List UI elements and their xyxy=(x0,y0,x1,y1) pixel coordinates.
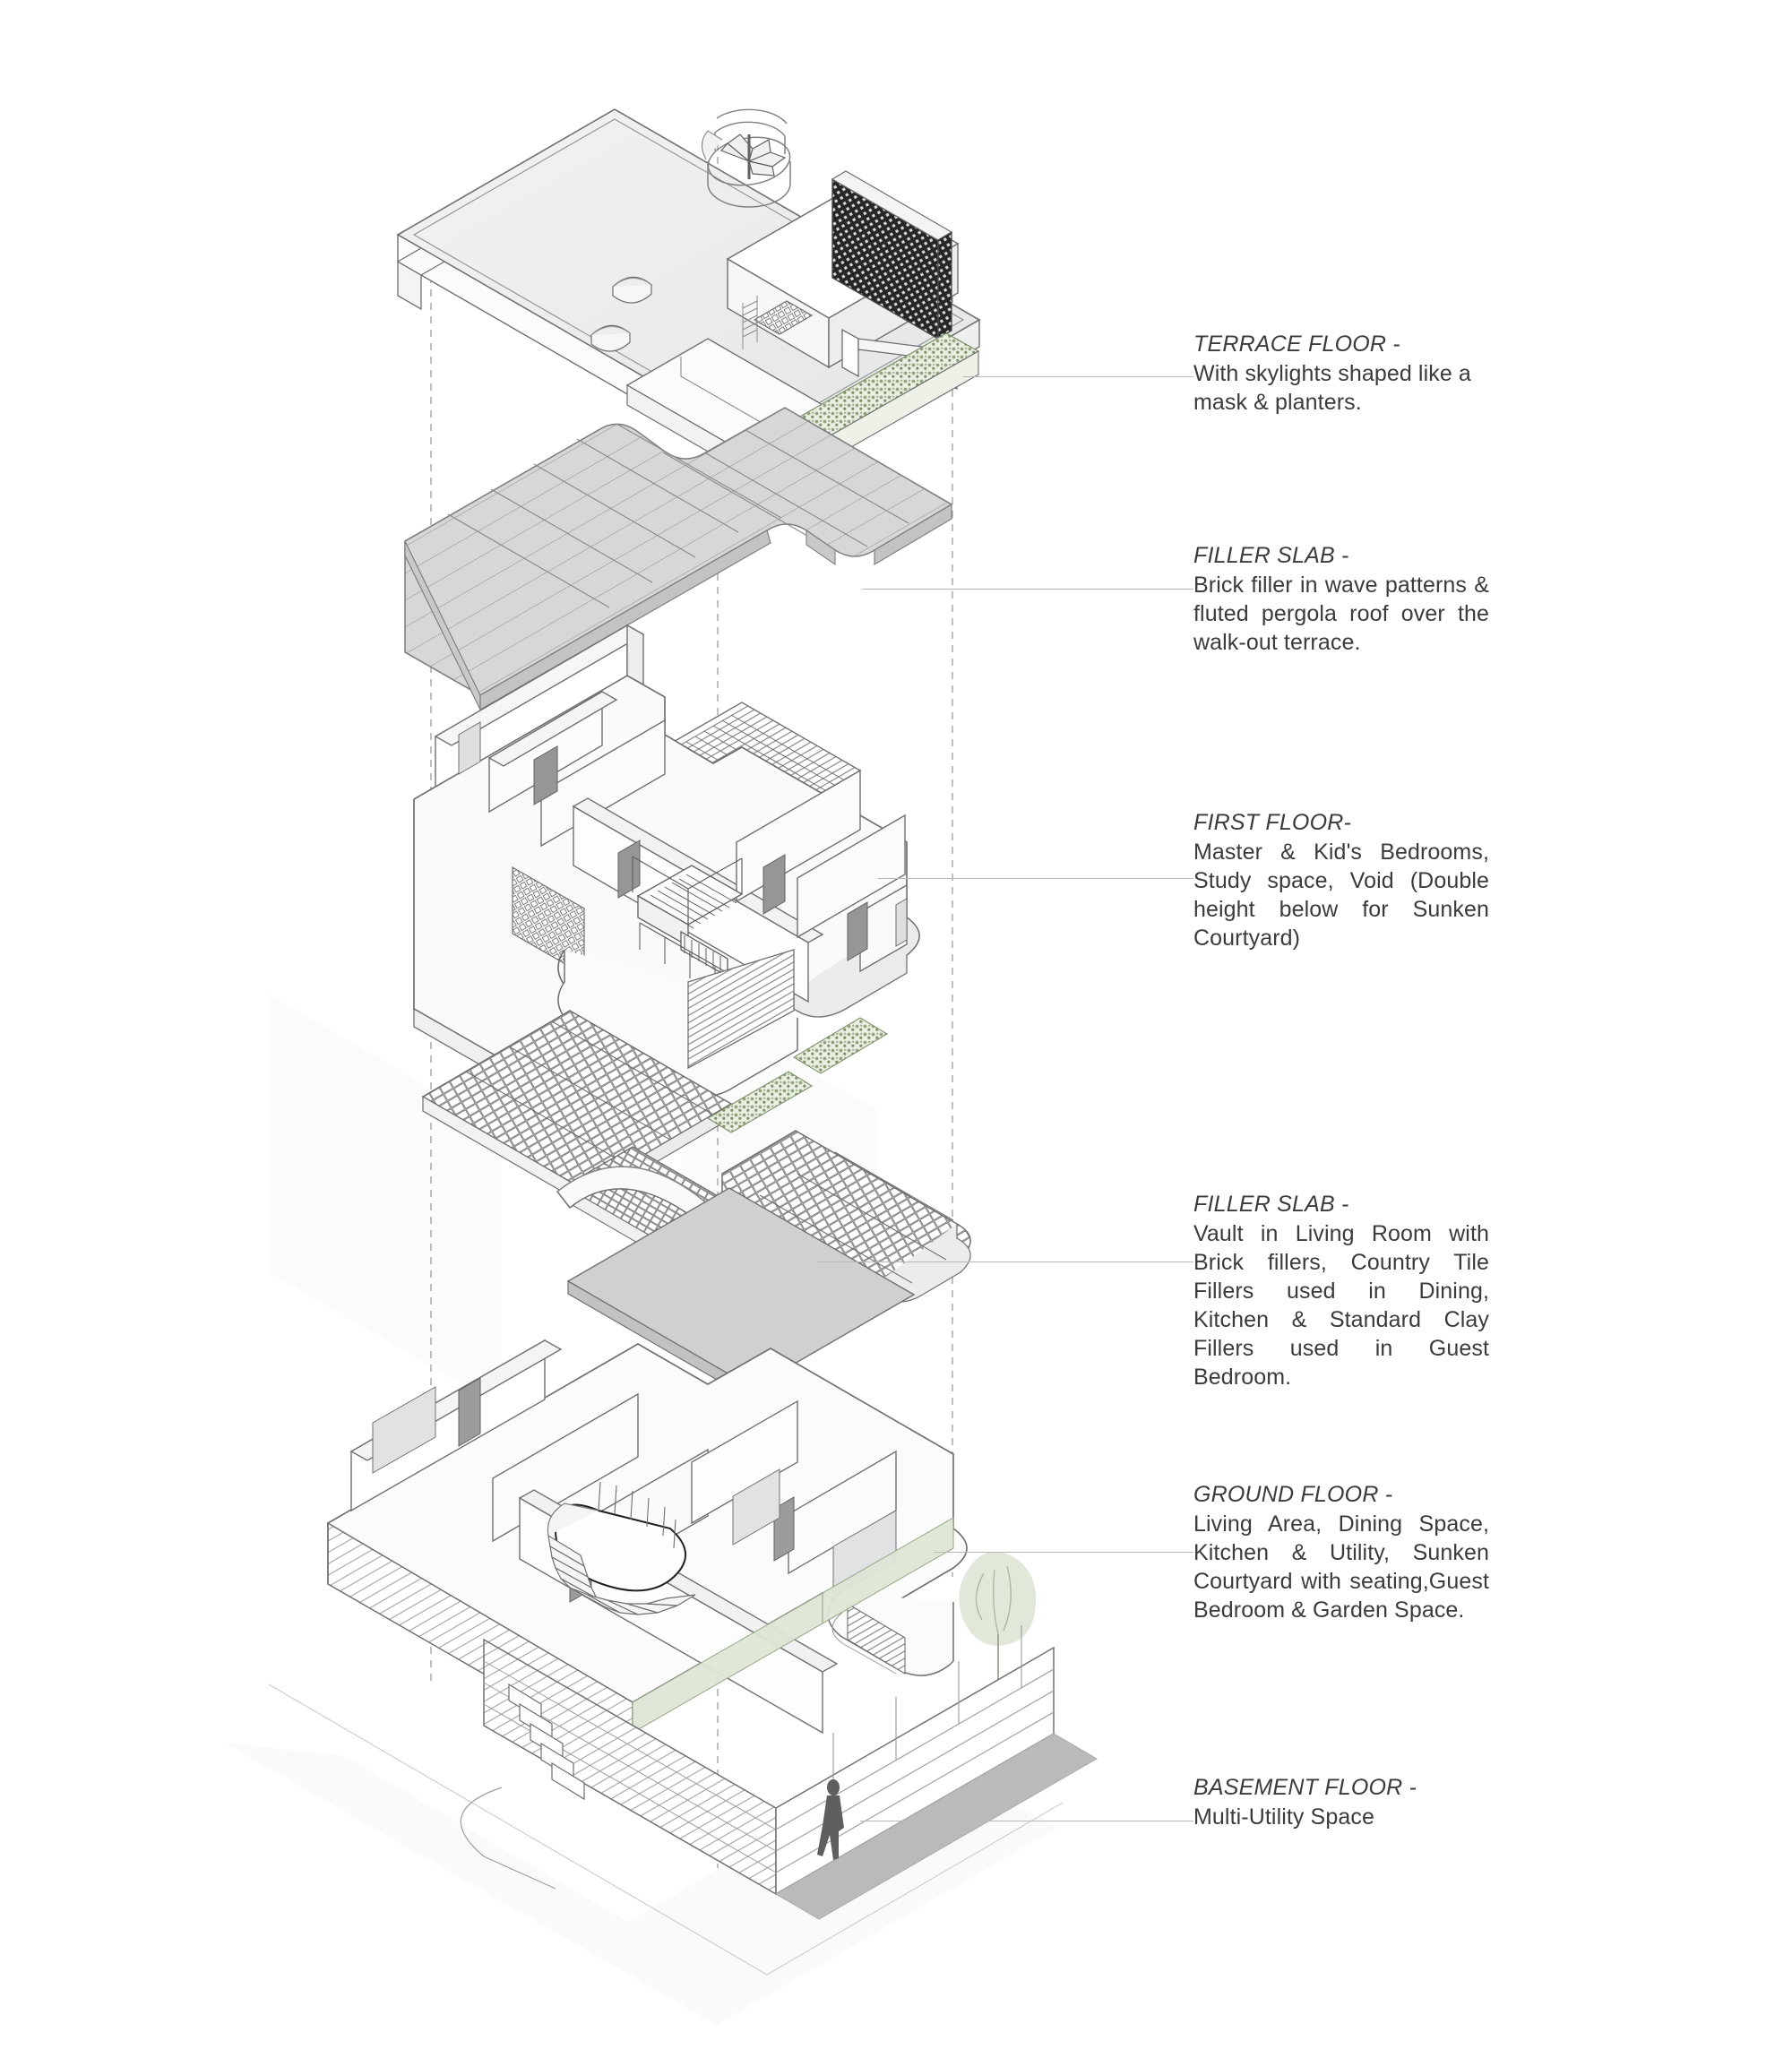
callout-terrace-floor: TERRACE FLOOR - With skylights shaped li… xyxy=(1193,330,1489,417)
callout-head-filler-lower: FILLER SLAB - xyxy=(1193,1192,1349,1217)
callout-body-filler-upper: Brick filler in wave patterns & fluted p… xyxy=(1193,573,1489,655)
callout-body-first-floor: Master & Kid's Bedrooms, Study space, Vo… xyxy=(1193,840,1489,951)
leader-line-first-floor xyxy=(878,878,1193,879)
layer-filler-slab-upper xyxy=(404,407,953,837)
mask-skylights xyxy=(590,276,653,352)
layer-ground-floor xyxy=(327,1339,1037,1761)
callout-filler-slab-upper: FILLER SLAB - Brick filler in wave patte… xyxy=(1193,541,1489,657)
callout-body-basement: Multi-Utility Space xyxy=(1193,1804,1374,1830)
leader-line-filler-slab-upper xyxy=(862,589,1193,590)
jali-screen-wall xyxy=(831,170,953,340)
callout-list: TERRACE FLOOR - With skylights shaped li… xyxy=(817,0,1498,2058)
callout-head-terrace: TERRACE FLOOR - xyxy=(1193,332,1400,357)
callout-basement-floor: BASEMENT FLOOR - Multi-Utility Space xyxy=(1193,1773,1489,1831)
callout-body-filler-lower: Vault in Living Room with Brick fillers,… xyxy=(1193,1221,1489,1390)
exploded-axonometric-drawing xyxy=(268,108,1098,1976)
layer-first-floor xyxy=(413,624,920,1120)
callout-filler-slab-lower: FILLER SLAB - Vault in Living Room with … xyxy=(1193,1190,1489,1391)
callout-head-filler-upper: FILLER SLAB - xyxy=(1193,543,1349,568)
staircase-first-floor xyxy=(632,856,744,993)
callout-first-floor: FIRST FLOOR- Master & Kid's Bedrooms, St… xyxy=(1193,808,1489,952)
leader-line-ground-floor xyxy=(934,1552,1193,1553)
spiral-stair-ground xyxy=(547,1481,696,1615)
callout-body-ground-floor: Living Area, Dining Space, Kitchen & Uti… xyxy=(1193,1511,1489,1623)
layer-basement-floor xyxy=(268,1625,1098,1976)
callout-ground-floor: GROUND FLOOR - Living Area, Dining Space… xyxy=(1193,1480,1489,1624)
human-figure xyxy=(817,1779,844,1860)
layer-filler-slab-lower xyxy=(421,1010,971,1402)
callout-head-basement: BASEMENT FLOOR - xyxy=(1193,1775,1417,1800)
callout-head-ground-floor: GROUND FLOOR - xyxy=(1193,1482,1393,1507)
leader-line-terrace xyxy=(962,376,1193,377)
callout-head-first-floor: FIRST FLOOR- xyxy=(1193,810,1352,835)
spiral-stair-terrace xyxy=(701,108,791,208)
layer-terrace-floor xyxy=(396,108,981,478)
callout-body-terrace: With skylights shaped like a mask & plan… xyxy=(1193,361,1471,415)
leader-line-filler-slab-lower xyxy=(817,1261,1193,1262)
